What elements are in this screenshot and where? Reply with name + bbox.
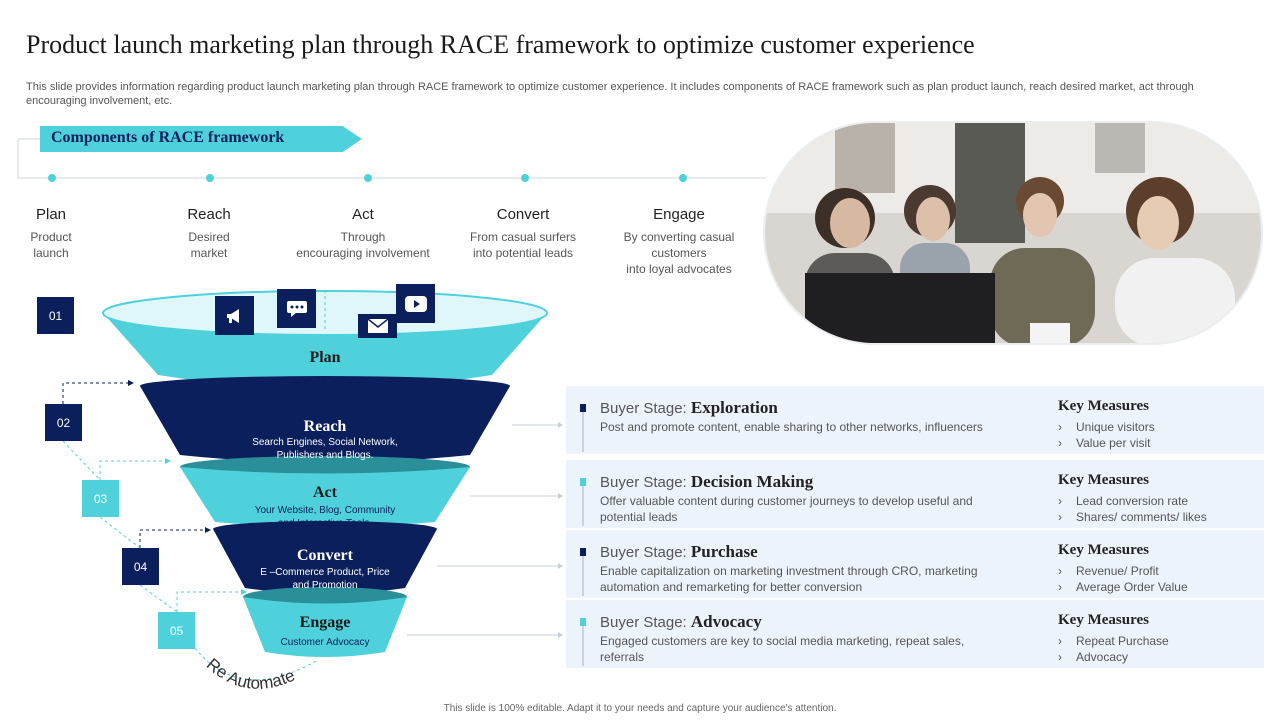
timeline-dot-engage <box>679 174 687 182</box>
slide-title: Product launch marketing plan through RA… <box>26 30 975 59</box>
play-icon <box>396 284 435 323</box>
components-ribbon <box>40 126 362 152</box>
key-measures-title: Key Measures <box>1058 472 1149 488</box>
re-automate-label: Re Automate <box>203 655 298 694</box>
funnel-sub-engage: Customer Advocacy <box>280 637 370 648</box>
key-measures-list: Unique visitors Value per visit <box>1058 419 1155 451</box>
stage-marker <box>580 548 586 556</box>
team-photo <box>763 121 1263 345</box>
funnel-sub-reach: Search Engines, Social Network,Publisher… <box>252 437 398 461</box>
timeline-dot-act <box>364 174 372 182</box>
components-heading: Components of RACE framework <box>51 129 285 146</box>
key-measure-item: Unique visitors <box>1058 419 1155 435</box>
key-measure-item: Revenue/ Profit <box>1058 563 1188 579</box>
footer-note: This slide is 100% editable. Adapt it to… <box>443 703 837 714</box>
component-name: Act <box>352 206 374 223</box>
buyer-stage-desc: Post and promote content, enable sharing… <box>600 420 983 434</box>
timeline-dot-reach <box>206 174 214 182</box>
key-measures-list: Revenue/ Profit Average Order Value <box>1058 563 1188 595</box>
key-measures-list: Lead conversion rate Shares/ comments/ l… <box>1058 493 1207 525</box>
buyer-stage-heading: Buyer Stage: Advocacy <box>600 612 762 631</box>
component-name: Reach <box>187 206 231 223</box>
key-measures-title: Key Measures <box>1058 542 1149 558</box>
timeline-connector <box>17 138 766 182</box>
step-number-03: 03 <box>82 480 119 517</box>
slide-subtitle: This slide provides information regardin… <box>26 81 1194 107</box>
stage-line <box>582 626 584 666</box>
megaphone-icon <box>215 296 254 335</box>
key-measure-item: Repeat Purchase <box>1058 633 1169 649</box>
component-name: Convert <box>496 206 550 223</box>
buyer-stage-desc: Enable capitalization on marketing inves… <box>600 564 978 594</box>
buyer-stage-panel-decision-making: Buyer Stage: Decision Making Offer valua… <box>566 460 1264 528</box>
funnel-title-plan: Plan <box>309 349 341 366</box>
buyer-stage-panel-exploration: Buyer Stage: Exploration Post and promot… <box>566 386 1264 454</box>
chat-icon <box>277 289 316 328</box>
funnel-sub-plan: Brand Content <box>289 376 361 388</box>
stage-marker <box>580 404 586 412</box>
buyer-stage-desc: Offer valuable content during customer j… <box>600 494 973 524</box>
timeline-dot-convert <box>521 174 529 182</box>
funnel-title-convert: Convert <box>297 547 353 564</box>
key-measure-item: Average Order Value <box>1058 579 1188 595</box>
funnel-title-reach: Reach <box>303 418 347 435</box>
step-number-04: 04 <box>122 548 159 585</box>
stage-marker <box>580 478 586 486</box>
key-measures-list: Repeat Purchase Advocacy <box>1058 633 1169 665</box>
funnel-title-act: Act <box>313 484 337 501</box>
component-name: Engage <box>653 206 705 223</box>
key-measures-title: Key Measures <box>1058 612 1149 628</box>
stage-marker <box>580 618 586 626</box>
funnel-diagram: Re Automate <box>62 290 563 694</box>
stage-line <box>582 412 584 452</box>
key-measure-item: Lead conversion rate <box>1058 493 1207 509</box>
buyer-stage-panel-purchase: Buyer Stage: Purchase Enable capitalizat… <box>566 530 1264 598</box>
step-number-02: 02 <box>45 404 82 441</box>
stage-line <box>582 486 584 526</box>
step-number-01: 01 <box>37 297 74 334</box>
timeline-dot-plan <box>48 174 56 182</box>
buyer-stage-heading: Buyer Stage: Decision Making <box>600 472 814 491</box>
step-number-05: 05 <box>158 612 195 649</box>
key-measures-title: Key Measures <box>1058 398 1149 414</box>
buyer-stage-desc: Engaged customers are key to social medi… <box>600 634 965 664</box>
funnel-title-engage: Engage <box>299 614 351 631</box>
component-name: Plan <box>35 206 67 223</box>
buyer-stage-panel-advocacy: Buyer Stage: Advocacy Engaged customers … <box>566 600 1264 668</box>
key-measure-item: Shares/ comments/ likes <box>1058 509 1207 525</box>
stage-line <box>582 556 584 596</box>
key-measure-item: Advocacy <box>1058 649 1169 665</box>
buyer-stage-heading: Buyer Stage: Purchase <box>600 542 758 561</box>
key-measure-item: Value per visit <box>1058 435 1155 451</box>
mail-icon <box>358 314 397 338</box>
buyer-stage-heading: Buyer Stage: Exploration <box>600 398 778 417</box>
